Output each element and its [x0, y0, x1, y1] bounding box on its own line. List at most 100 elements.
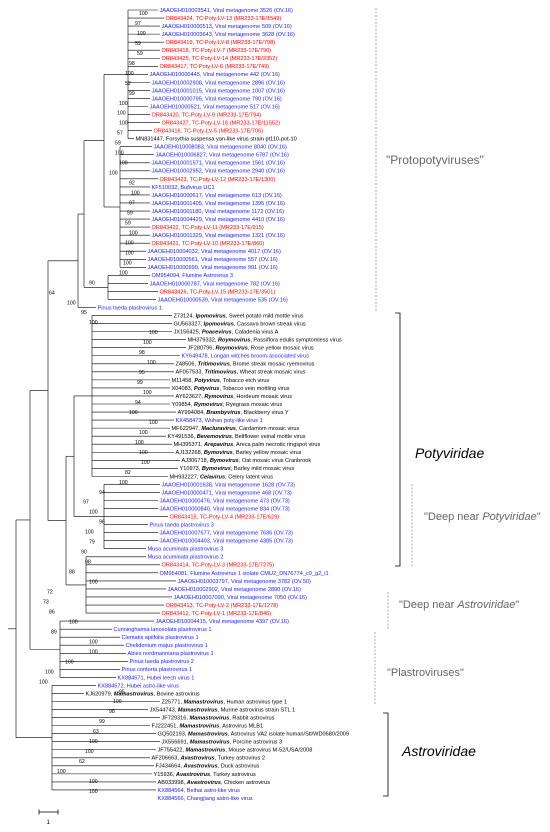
leaf-label: KX458473, Wuhan poty-like virus 1	[176, 418, 263, 424]
bootstrap-value: 94	[135, 400, 141, 406]
bootstrap-value: 59	[127, 210, 133, 216]
leaf-label: MH395371, Arepavirus, Areca palm necroti…	[174, 442, 321, 448]
bootstrap-value: 100	[45, 669, 54, 675]
bootstrap-value: 100	[125, 71, 134, 77]
bootstrap-value: 100	[125, 240, 134, 246]
bootstrap-labels: 1009710059599810052991001001005759100100…	[39, 11, 158, 795]
leaf-label: JF729316, Mamastrovirus, Rabbit astrovir…	[162, 715, 275, 721]
bootstrap-value: 100	[131, 191, 140, 197]
bootstrap-value: 89	[51, 629, 57, 635]
potyviridae-bracket	[395, 312, 401, 567]
leaf-label: JAAOEH010000513, Viral metagenome 509 (O…	[162, 24, 292, 30]
leaf-label: JF280796, Roymovirus, Rose yellow mosaic…	[188, 346, 314, 352]
leaf-label: KX884572, Hubei astro-like virus	[98, 683, 180, 689]
bootstrap-value: 79	[89, 540, 95, 546]
bootstrap-value: 100	[89, 320, 98, 326]
leaf-label: MH379332, Roymovirus, Passiflora edulis …	[188, 338, 342, 344]
leaf-label: JF755422, Mamastrovirus, Mouse astroviru…	[158, 748, 313, 754]
leaf-label: KF510032, Bufivirus UC1	[152, 185, 215, 191]
bootstrap-value: 98	[129, 61, 135, 67]
bootstrap-value: 90	[89, 280, 95, 286]
bootstrap-value: 94	[99, 490, 105, 496]
bootstrap-value: 100	[119, 480, 128, 486]
bootstrap-value: 100	[149, 420, 158, 426]
leaf-label: KJ620979, Mamastrovirus, Bovine astrovir…	[86, 691, 200, 697]
bootstrap-value: 100	[115, 151, 124, 157]
plastroviruses-label: "Plastroviruses"	[387, 667, 464, 679]
bootstrap-value: 98	[85, 560, 91, 566]
leaf-label: JAAOEH010000539, Viral metagenome 535 (O…	[158, 297, 288, 303]
bootstrap-value: 100	[141, 460, 150, 466]
potyviridae-label: Potyviridae	[415, 445, 484, 461]
leaf-label: OR843421, TC-Poty-LV-10 (MR233-17E/860)	[152, 241, 265, 247]
leaf-label: Y10973, Bymovirus, Barley mild mosaic vi…	[180, 466, 295, 472]
leaf-label: JAAOEH010000521, Viral metagenome 517 (O…	[150, 104, 280, 110]
leaf-label: OR843424, TC-Poty-LV-13 (MR233-17E/1549)	[166, 16, 282, 22]
leaf-label: Clematis apiifolia plastrovirus 1	[122, 635, 199, 641]
leaf-label: Z25771, Mamastrovirus, Human astrovirus …	[162, 699, 288, 705]
bootstrap-value: 99	[137, 380, 143, 386]
bootstrap-value: 100	[139, 430, 148, 436]
bootstrap-value: 100	[143, 340, 152, 346]
bootstrap-value: 90	[81, 550, 87, 556]
bootstrap-value: 100	[67, 300, 76, 306]
bootstrap-value: 100	[129, 230, 138, 236]
leaf-label: Pinus taeda plastrovirus 1	[98, 305, 162, 311]
bootstrap-value: 100	[139, 450, 148, 456]
bootstrap-value: 100	[117, 111, 126, 117]
leaf-label: JAAOEH010000999, Viral metagenome 991 (O…	[148, 265, 278, 271]
bootstrap-value: 100	[89, 649, 98, 655]
leaf-label: OR843423, TC-Poty-LV-12 (MR233-17E/1300)	[160, 177, 276, 183]
bootstrap-value: 72	[47, 590, 53, 596]
astroviridae-label: Astroviridae	[401, 743, 476, 759]
leaf-label: OR843420, TC-Poty-LV-9 (MR233-17E/794)	[152, 112, 262, 118]
tree-branches	[8, 9, 186, 791]
leaf-label: Pinus taeda plastrovirus 3	[150, 523, 214, 529]
leaf-label: AJ132268, Bymovirus, Barley yellow mosai…	[176, 450, 302, 456]
leaf-label: Chelidonium majus plastrovirus 1	[126, 643, 208, 649]
clade-brackets	[374, 8, 413, 797]
leaf-label: JAAOEH010000471, Viral metagenome 468 (O…	[162, 490, 292, 496]
leaf-label: JAAOEH010000445, Viral metagenome 442 (O…	[150, 72, 280, 78]
leaf-label: JAAOEH010002908, Viral metagenome 2896 (…	[152, 80, 286, 86]
bootstrap-value: 100	[119, 161, 128, 167]
leaf-label: JX556691, Mamastrovirus, Porcine astrovi…	[162, 740, 283, 746]
leaf-label: AY623627, Rymovirus, Hordeum mosaic viru…	[176, 394, 293, 400]
bootstrap-value: 100	[89, 789, 98, 795]
leaf-label: OR843417, TC-Poty-LV-6 (MR233-17E/749)	[160, 64, 270, 70]
leaf-label: Z48506, Tritimovirus, Brome streak mosai…	[176, 362, 315, 368]
bootstrap-value: 100	[69, 619, 78, 625]
leaf-label: AY994084, Brambyvirus, Blackberry virus …	[178, 410, 289, 416]
bootstrap-value: 100	[123, 260, 132, 266]
leaf-label: JAAOEH010000795, Viral metagenome 790 (O…	[152, 96, 282, 102]
bootstrap-value: 100	[135, 440, 144, 446]
leaf-label: FJ222451, Mamastrovirus, Astrovirus MLB1	[152, 724, 264, 730]
leaf-label: JAAOEH010000617, Viral metagenome 613 (O…	[152, 193, 282, 199]
leaf-label: JAAOEH010006827, Viral metagenome 6787 (…	[156, 153, 290, 159]
leaf-label: AF206663, Avastrovirus, Turkey astroviru…	[152, 756, 266, 762]
bootstrap-value: 100	[65, 659, 74, 665]
bootstrap-value: 63	[93, 729, 99, 735]
leaf-label: JAAOEH010007677, Viral metagenome 7636 (…	[160, 531, 294, 537]
bootstrap-value: 98	[109, 709, 115, 715]
leaf-label: JAAOEH010000561, Viral metagenome 557 (O…	[148, 257, 278, 263]
leaf-label: Abies nordmanniana plastrovirus 1	[128, 651, 214, 657]
leaf-label: Musa acuminata plastrovirus 3	[148, 547, 224, 553]
leaf-label: JAAOEH010004429, Viral metagenome 4410 (…	[152, 217, 286, 223]
leaf-label: Musa acuminata plastrovirus 2	[148, 555, 224, 561]
bootstrap-value: 100	[89, 739, 98, 745]
leaf-label: JAAOEH010003797, Viral metagenome 3782 (…	[178, 579, 312, 585]
bootstrap-value: 59	[115, 141, 121, 147]
leaf-label: AJ306718, Bymovirus, Oat mosaic virus Cr…	[182, 458, 312, 464]
leaf-label: OM954081, Flumine Astrovirus 1 isolate C…	[160, 571, 329, 577]
bootstrap-value: 59	[137, 51, 143, 57]
bootstrap-value: 100	[39, 679, 48, 685]
leaf-label: OR843419, TC-Poty-LV-8 (MR233-17E/798)	[166, 40, 276, 46]
leaf-label: JAAOEH010001405, Viral metagenome 1395 (…	[152, 201, 286, 207]
leaf-label: JAAOEH010004415, Viral metagenome 4397 (…	[156, 619, 290, 625]
bootstrap-value: 97	[129, 201, 135, 207]
leaf-label: KY649478, Longan witches broom-associate…	[182, 354, 310, 360]
leaf-label: GQ502193, Mamastrovirus, Astrovirus VA2 …	[158, 732, 349, 738]
bootstrap-value: 100	[119, 270, 128, 276]
